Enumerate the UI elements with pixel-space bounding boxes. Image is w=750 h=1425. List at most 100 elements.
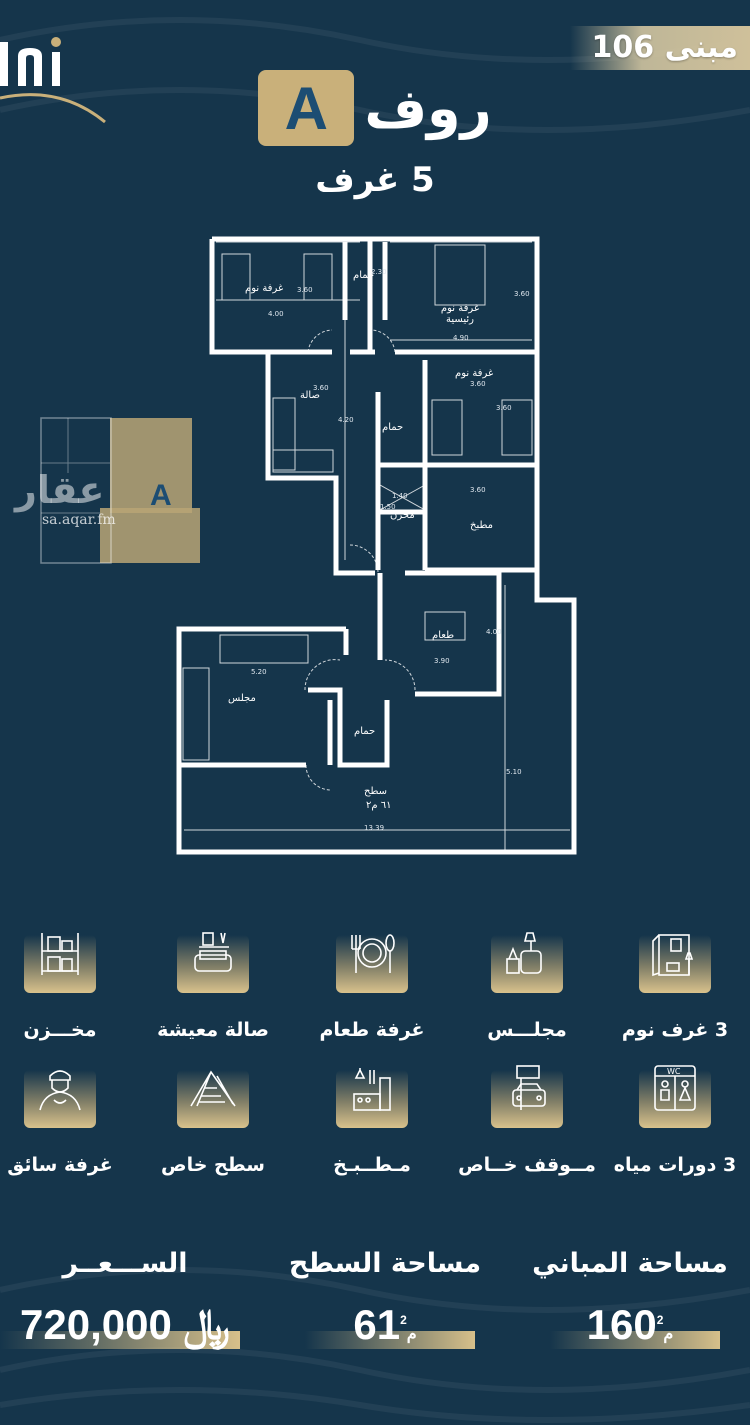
area-unit: م — [663, 1326, 674, 1343]
brand-logo — [0, 37, 106, 124]
feature-label: غرفة سائق — [7, 1154, 113, 1176]
bedroom-icon — [652, 934, 694, 977]
area-unit: م — [406, 1326, 417, 1343]
feature-item: مـطــبـخ — [297, 1068, 447, 1176]
dim: 3.60 — [313, 384, 329, 392]
dim: 4.90 — [453, 334, 469, 342]
feature-label: 3 غرف نوم — [621, 1019, 729, 1041]
dim: 4.20 — [338, 416, 354, 424]
dim: 4.00 — [486, 628, 502, 636]
dim: 1.50 — [380, 503, 396, 511]
dim: 3.60 — [297, 286, 313, 294]
feature-label: صالة معيشة — [157, 1019, 269, 1041]
dim: 13.39 — [364, 824, 385, 832]
wc-icon: WC — [654, 1065, 696, 1111]
price-label: الســـعــر — [62, 1248, 188, 1279]
unit-letter: A — [258, 70, 355, 146]
room-count: 5 غرف — [315, 160, 435, 200]
feature-label: مخـــزن — [23, 1019, 97, 1041]
dim: 3.60 — [470, 380, 486, 388]
feature-item: 3 غرف نوم — [600, 934, 750, 1041]
roof-area-label: مساحة السطح — [288, 1248, 482, 1279]
feature-item: مــوقف خــاص — [452, 1065, 602, 1176]
watermark-url: sa.aqar.fm — [42, 512, 116, 528]
dim: 4.00 — [268, 310, 284, 318]
driver-icon — [39, 1070, 81, 1111]
icon-tile — [177, 1070, 249, 1128]
dim: 3.60 — [470, 486, 486, 494]
room-bedroom-2: غرفة نوم — [455, 368, 494, 379]
unit-word: روف — [364, 76, 492, 140]
dim: 3.60 — [496, 404, 512, 412]
dim: 5.10 — [506, 768, 522, 776]
kitchen-icon — [353, 1068, 391, 1111]
icon-tile: WC — [639, 1065, 711, 1128]
majlis-icon — [506, 932, 542, 974]
roof-icon — [190, 1070, 236, 1107]
feature-item: غرفة طعام — [297, 934, 447, 1041]
floor-plan — [176, 236, 577, 855]
feature-item: WC 3 دورات مياه — [600, 1065, 750, 1176]
building-area-stat: مساحة المباني 160 م2 — [520, 1248, 740, 1349]
dim: 1.40 — [392, 492, 408, 500]
currency-icon: ﷼ — [183, 1301, 231, 1348]
parking-icon — [512, 1065, 546, 1110]
building-area-label: مساحة المباني — [532, 1248, 728, 1279]
dim: 3.90 — [434, 657, 450, 665]
icon-tile — [491, 932, 563, 993]
dim: 5.20 — [251, 668, 267, 676]
feature-label: مـطــبـخ — [333, 1154, 411, 1176]
building-area-value: 160 — [586, 1301, 657, 1348]
room-master-bedroom: غرفة نوم رئيسية — [440, 303, 480, 325]
icon-tile — [336, 1068, 408, 1128]
plan-thumbnail: A — [40, 417, 200, 564]
feature-label: مــوقف خــاص — [458, 1154, 596, 1176]
room-storage: مخزن — [390, 510, 415, 521]
feature-label: غرفة طعام — [319, 1019, 425, 1041]
icon-tile — [336, 934, 408, 993]
room-bath-2: حمام — [382, 422, 404, 433]
gold-bar — [550, 1331, 720, 1349]
feature-label: سطح خاص — [161, 1154, 265, 1176]
storage-icon — [41, 933, 79, 975]
room-majlis: مجلس — [228, 693, 256, 704]
feature-item: صالة معيشة — [138, 932, 288, 1041]
feature-label: مجلـــس — [487, 1019, 567, 1041]
dim: 2.30 — [371, 268, 387, 276]
room-roof: سطح — [364, 786, 388, 797]
room-roof-area: ٦١ م٢ — [366, 800, 392, 811]
price-stat: الســـعــر 720,000 ﷼ — [0, 1248, 250, 1349]
building-badge: مبنى 106 — [570, 26, 750, 70]
room-bedroom-1: غرفة نوم — [245, 283, 284, 294]
room-kitchen: مطبخ — [470, 520, 494, 531]
icon-tile — [24, 1070, 96, 1128]
icon-tile — [177, 932, 249, 993]
gold-bar — [305, 1331, 475, 1349]
feature-item: مجلـــس — [452, 932, 602, 1041]
thumb-letter: A — [150, 479, 172, 512]
svg-text:WC: WC — [667, 1067, 681, 1076]
icon-tile — [24, 933, 96, 993]
dim: 3.60 — [514, 290, 530, 298]
room-dining: طعام — [432, 630, 455, 641]
price-value: 720,000 — [20, 1301, 172, 1348]
room-hall: صالة — [300, 390, 320, 401]
room-bath-1: حمام — [353, 270, 375, 281]
icon-tile — [639, 934, 711, 993]
icon-tile — [491, 1065, 563, 1128]
building-label: مبنى 106 — [591, 30, 739, 65]
roof-area-value: 61 — [353, 1301, 401, 1348]
feature-item: سطح خاص — [138, 1070, 288, 1176]
area-exp: 2 — [400, 1313, 407, 1327]
gold-bar — [0, 1331, 240, 1349]
area-exp: 2 — [656, 1313, 664, 1327]
unit-title: روف A — [0, 70, 750, 146]
feature-label: 3 دورات مياه — [613, 1154, 737, 1176]
dining-icon — [351, 934, 395, 973]
roof-area-stat: مساحة السطح 61 م2 — [275, 1248, 495, 1349]
feature-item: مخـــزن — [0, 933, 135, 1041]
room-bath-3: حمام — [354, 726, 376, 737]
living-room-icon — [194, 932, 232, 972]
feature-item: غرفة سائق — [0, 1070, 135, 1176]
watermark-brand: عقار — [15, 468, 105, 512]
